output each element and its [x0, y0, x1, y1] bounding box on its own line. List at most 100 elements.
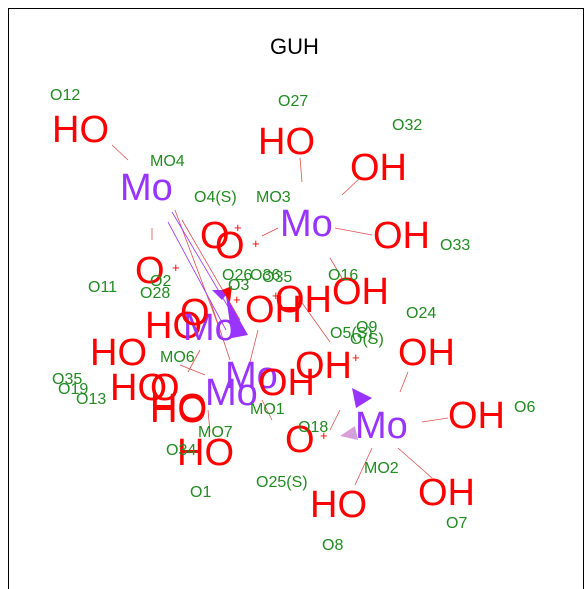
atom-group: OH: [258, 362, 315, 404]
charge-signs: + + + + + + +: [172, 220, 360, 443]
bond: [247, 329, 259, 371]
atom-label: O35: [52, 371, 82, 388]
atom-group: OH: [448, 395, 505, 437]
atom-label: O1: [190, 484, 211, 501]
atom-group: HO: [150, 389, 207, 431]
bond: [111, 144, 129, 161]
atom-label: O36: [250, 267, 280, 284]
atom-label: O5(S): [330, 325, 373, 342]
bond: [397, 447, 433, 479]
atom-group: OH: [275, 279, 332, 321]
bond: [209, 299, 231, 361]
bond: [399, 371, 409, 393]
atom-group: OH: [295, 345, 352, 387]
atom-label: MO4: [150, 153, 185, 170]
bond: [329, 409, 341, 431]
atom-label: O(S): [350, 331, 384, 348]
atom-label: MO1: [250, 401, 285, 418]
atom-label: O13: [76, 391, 106, 408]
atom-group: O: [285, 419, 315, 461]
atom-label: O16: [328, 267, 358, 284]
atom-label: MO3: [256, 189, 291, 206]
bond: [181, 219, 241, 321]
atom-label: O19: [58, 381, 88, 398]
wedge-bond: [352, 388, 372, 408]
atom-label: O24: [406, 305, 436, 322]
wedge-bond: [340, 426, 358, 440]
bond: [354, 447, 373, 486]
bond: [261, 227, 279, 237]
atom-label: O18: [298, 419, 328, 436]
atom-group: HO: [110, 367, 167, 409]
atom-group: O: [200, 215, 230, 257]
atom-label: O26: [222, 267, 252, 284]
bond: [421, 417, 449, 423]
bond: [334, 227, 373, 236]
charge-plus: +: [234, 220, 242, 235]
atom-group: OH: [350, 147, 407, 189]
bond: [207, 409, 211, 433]
wedge-bond: [222, 286, 232, 302]
bond: [341, 177, 361, 196]
atom-label: O33: [440, 237, 470, 254]
atom-group: Mo: [183, 307, 236, 349]
wedge-bonds: [212, 286, 372, 440]
atom-group: O: [150, 367, 180, 409]
charge-plus: +: [320, 428, 328, 443]
bond: [261, 399, 273, 421]
atom-group: Mo: [355, 405, 408, 447]
atom-group: OH: [245, 289, 302, 331]
atom-labels: O12 O27 O32 MO4 O4(S) MO3 O33 O11 O2 O28…: [50, 87, 535, 554]
atom-group: HO: [90, 332, 147, 374]
bond: [179, 364, 206, 376]
charge-plus: +: [252, 236, 260, 251]
bond: [167, 221, 227, 331]
atom-group: Mo: [205, 372, 258, 414]
atom-label: O6: [514, 399, 535, 416]
atom-group: O: [135, 250, 165, 292]
atom-label: MO2: [364, 460, 399, 477]
atom-label: O12: [50, 87, 80, 104]
atom-label: MO7: [198, 424, 233, 441]
atom-group: HO: [52, 109, 109, 151]
charge-plus: +: [272, 288, 280, 303]
atom-label: O28: [140, 285, 170, 302]
atom-groups: HO Mo HO OH Mo OH O O O HO Mo OH OH OH O…: [52, 109, 505, 526]
diagram-title: GUH: [270, 34, 319, 59]
atom-group: OH: [373, 215, 430, 257]
atom-group: OH: [398, 332, 455, 374]
bond: [329, 257, 343, 279]
atom-group: O: [215, 225, 245, 267]
diagram-frame: [8, 8, 584, 589]
atom-label: MO6: [160, 349, 195, 366]
atom-group: Mo: [225, 355, 278, 397]
atom-label: O3: [228, 277, 249, 294]
atom-label: O25(S): [256, 474, 308, 491]
atom-label: O34: [166, 442, 196, 459]
atom-group: OH: [418, 472, 475, 514]
atom-group: OH: [332, 271, 389, 313]
atom-group: HO: [177, 432, 234, 474]
bond: [299, 157, 303, 183]
atom-label: O11: [88, 279, 117, 296]
bond: [299, 299, 331, 343]
atom-group: O: [180, 292, 210, 334]
atom-label: O32: [392, 117, 422, 134]
atom-label: O9: [356, 319, 377, 336]
atom-group: Mo: [280, 203, 333, 245]
atom-label: O2: [150, 273, 171, 290]
atom-label: O4(S): [194, 189, 237, 206]
wedge-bond: [226, 296, 248, 338]
charge-plus: +: [233, 292, 241, 307]
atom-label: O7: [446, 515, 467, 532]
atom-label: O8: [322, 537, 343, 554]
atom-group: HO: [310, 484, 367, 526]
atom-group: HO: [145, 305, 202, 347]
atom-label: O27: [278, 93, 308, 110]
bond: [187, 349, 201, 373]
atom-group: Mo: [120, 167, 173, 209]
atom-group: HO: [150, 387, 207, 429]
charge-plus: +: [352, 350, 360, 365]
atom-label: O35: [262, 269, 292, 286]
